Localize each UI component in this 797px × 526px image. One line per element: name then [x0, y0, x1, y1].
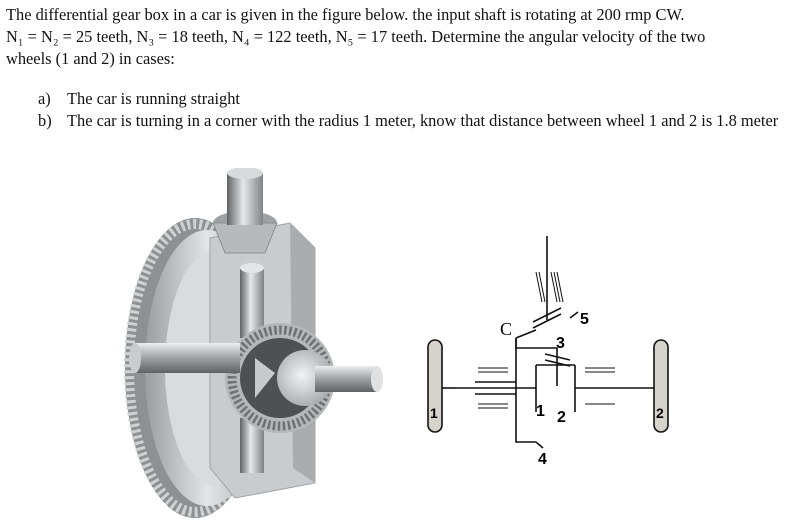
left-axle-shaft: [135, 343, 240, 373]
case-list: a) The car is running straight b) The ca…: [38, 88, 783, 132]
input-bearing: [535, 271, 564, 303]
wheel-1-label: 1: [430, 405, 438, 421]
carrier-label: C: [500, 319, 512, 339]
carrier-frame: [515, 338, 536, 443]
gear-2-label: 2: [557, 409, 566, 426]
problem-statement: The differential gear box in a car is gi…: [6, 4, 791, 70]
differential-gear-image: [124, 168, 383, 518]
gear-3-mark: [544, 353, 571, 361]
gear-5-mark: [532, 307, 562, 323]
wheel-1: [427, 339, 443, 433]
input-pinion: [212, 168, 278, 254]
case-b-label: b): [38, 111, 52, 130]
case-a-label: a): [38, 89, 51, 108]
case-a: a) The car is running straight: [38, 88, 783, 110]
gear-4-label: 4: [538, 451, 547, 468]
case-a-text: The car is running straight: [67, 89, 240, 108]
case-b: b) The car is turning in a corner with t…: [38, 110, 783, 132]
problem-line-3: wheels (1 and 2) in cases:: [6, 49, 175, 68]
gear-train-schematic: 1 2 C 5 3 1 2 4: [427, 236, 669, 468]
problem-line-2: N₁ = N₂ = 25 teeth, N₃ = 18 teeth, N₄ = …: [6, 27, 706, 46]
problem-line-1: The differential gear box in a car is gi…: [6, 5, 685, 24]
wheel-2-label: 2: [656, 405, 664, 421]
right-axle-shaft: [315, 366, 377, 392]
case-b-text: The car is turning in a corner with the …: [67, 111, 779, 130]
carrier-arm: [515, 338, 558, 386]
gear-5-label: 5: [580, 311, 589, 328]
spider-shaft-top: [240, 268, 264, 338]
wheel-2: [653, 339, 669, 433]
axle-bearings: [478, 367, 615, 409]
gear-1-label: 1: [536, 403, 545, 420]
gear-3-label: 3: [556, 335, 565, 352]
